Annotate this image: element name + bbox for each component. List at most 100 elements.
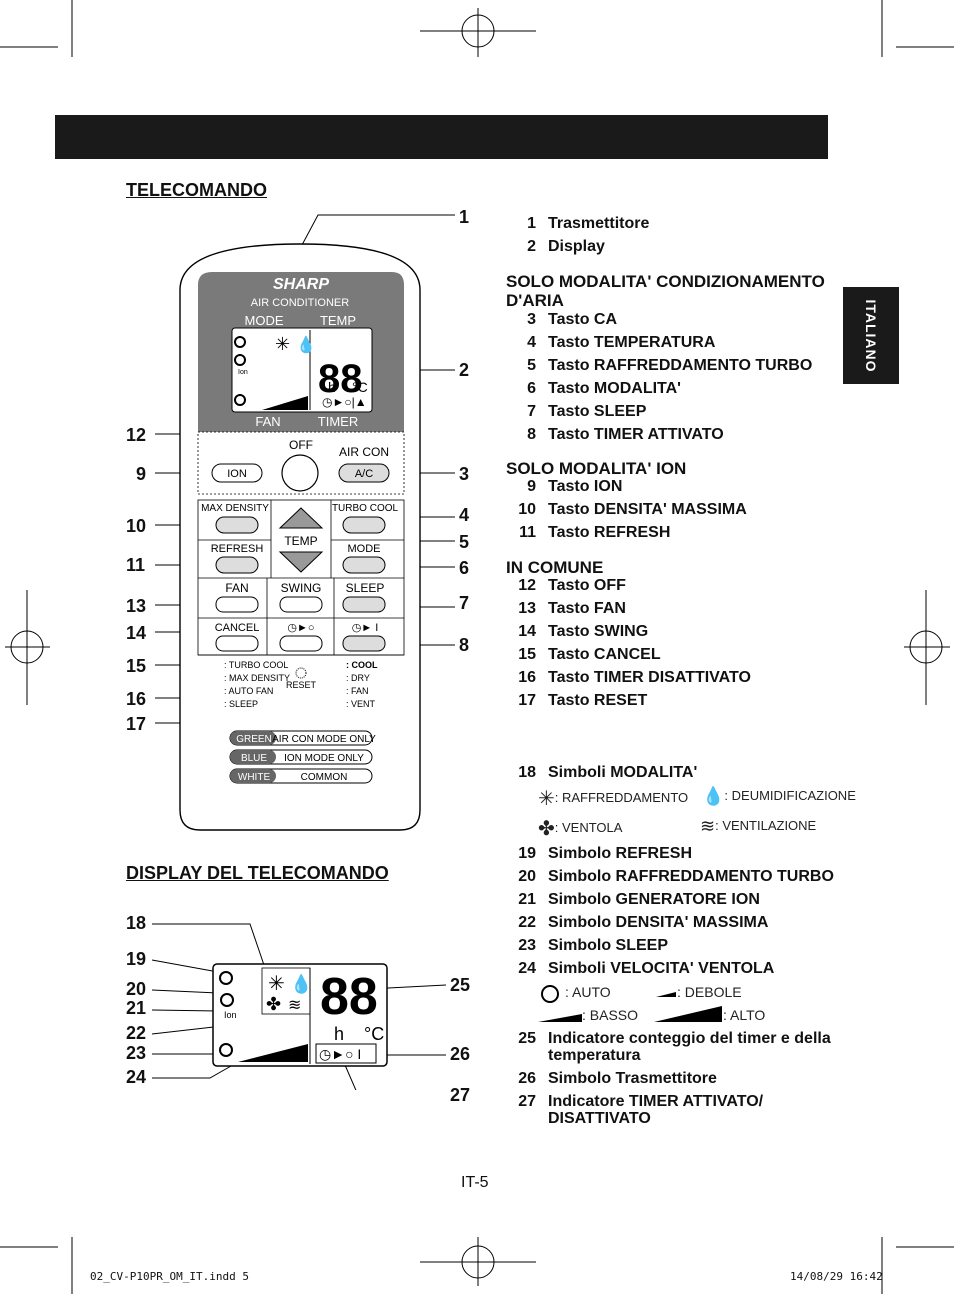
ion-button[interactable] (211, 463, 263, 483)
callout-25: 25 (450, 975, 471, 995)
timer-off-icon: ◷►○ (287, 622, 314, 634)
display-ion-label: Ion (224, 1010, 237, 1020)
droplet-icon: 💧 (702, 786, 725, 806)
fan-button[interactable] (215, 596, 259, 613)
callout-8: 8 (459, 635, 470, 655)
remote-temp-label: TEMP (320, 313, 356, 328)
header-bar (55, 115, 828, 159)
refresh-button[interactable] (215, 556, 259, 574)
legend-vent: : VENT (346, 699, 376, 709)
brand-logo: SHARP (273, 276, 329, 293)
callout-27: 27 (450, 1085, 471, 1105)
legend-auto-fan: : AUTO FAN (224, 686, 273, 696)
timer-on-button[interactable] (342, 635, 386, 652)
timer-off-button[interactable] (279, 635, 323, 652)
swing-button-label: SWING (281, 581, 322, 595)
max-density-button[interactable] (215, 516, 259, 534)
callout-9: 9 (136, 464, 147, 484)
callout-12: 12 (126, 425, 147, 445)
callout-23: 23 (126, 1043, 147, 1063)
callout-16: 16 (126, 689, 147, 709)
group-common-title: IN COMUNE (506, 558, 604, 577)
callout-15: 15 (126, 656, 147, 676)
reset-button[interactable] (295, 667, 307, 679)
callout-2: 2 (459, 360, 470, 380)
off-label: OFF (289, 438, 313, 452)
timer-indicator-icon: ◷►○|▲ (322, 395, 367, 409)
display-timer-icon: ◷►○ I (319, 1046, 361, 1062)
callout-22: 22 (126, 1023, 147, 1043)
fan-auto-icon (541, 985, 559, 1003)
legend-white: WHITE (238, 772, 271, 783)
fan-low-icon (656, 992, 676, 997)
display-section-title: DISPLAY DEL TELECOMANDO (126, 863, 389, 883)
fan-icon: ✤ (538, 818, 555, 840)
callout-4: 4 (459, 505, 470, 525)
callout-1: 1 (459, 207, 470, 227)
callout-13: 13 (126, 596, 147, 616)
fan-button-label: FAN (225, 581, 248, 595)
display-c: °C (364, 1024, 384, 1044)
temp-up-button[interactable] (278, 507, 324, 529)
callout-10: 10 (126, 516, 147, 536)
legend-cool: : COOL (346, 660, 378, 670)
callout-5: 5 (459, 532, 470, 552)
ac-button[interactable] (338, 463, 390, 483)
off-button[interactable] (281, 454, 319, 492)
vent-icon: ≋ (700, 816, 716, 836)
turbo-cool-button[interactable] (342, 516, 386, 534)
mode-fan: ✤: VENTOLA (538, 818, 623, 840)
turbo-cool-label: TURBO COOL (332, 503, 399, 514)
cancel-button-label: CANCEL (215, 622, 260, 634)
fan-mid-text: : BASSO (582, 1007, 639, 1023)
group-aircon-title: SOLO MODALITA' CONDIZIONAMENTO D'ARIA (506, 272, 825, 310)
display-droplet-icon: 💧 (290, 973, 312, 994)
droplet-icon: 💧 (296, 335, 316, 354)
ac-label: A/C (355, 468, 373, 480)
temp-down-button[interactable] (278, 551, 324, 573)
callout-18: 18 (126, 913, 147, 933)
display-h: h (334, 1024, 344, 1044)
remote-lcd-h: h (328, 379, 336, 395)
callout-14: 14 (126, 623, 147, 643)
max-density-label: MAX DENSITY (201, 503, 269, 514)
refresh-label: REFRESH (211, 543, 264, 555)
cancel-button[interactable] (215, 635, 259, 652)
mode-vent: ≋: VENTILAZIONE (700, 816, 817, 836)
remote-fan-label: FAN (255, 414, 280, 429)
remote-lcd-digits: 88 (318, 357, 363, 401)
display-diagram: 88 h °C ◷►○ I ✳ 💧 ✤ ≋ Ion (151, 923, 447, 1090)
remote-lcd-c: °C (352, 379, 368, 395)
legend-green: GREEN (236, 734, 272, 745)
snowflake-icon: ✳ (538, 788, 555, 810)
callout-3: 3 (459, 464, 470, 484)
sleep-button[interactable] (342, 596, 386, 613)
callout-20: 20 (126, 979, 147, 999)
callout-24: 24 (126, 1067, 147, 1087)
mode-button[interactable] (342, 556, 386, 574)
legend-white-text: COMMON (301, 772, 348, 783)
fan-mid-icon (538, 1014, 582, 1022)
legend-turbo-cool: : TURBO COOL (224, 660, 288, 670)
fan-speed-icons (538, 985, 722, 1022)
swing-button[interactable] (279, 596, 323, 613)
remote-subtitle: AIR CONDITIONER (251, 297, 349, 309)
display-fan-icon: ✤ (266, 994, 281, 1014)
